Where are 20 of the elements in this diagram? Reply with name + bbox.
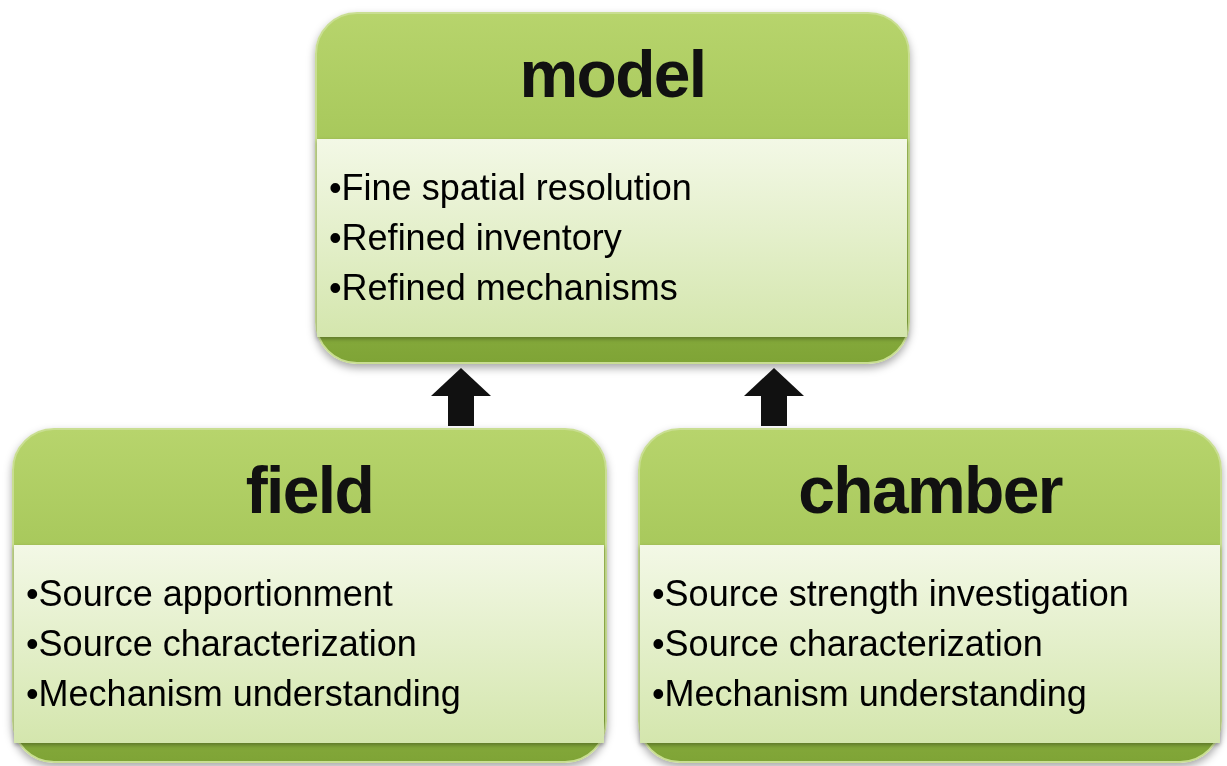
bullet-text: •Refined mechanisms	[329, 266, 679, 310]
bullet-text: •Source characterization	[652, 622, 1044, 666]
rounded-box	[315, 12, 910, 364]
bullet-text: •Fine spatial resolution	[329, 166, 693, 210]
bullet-text: •Source apportionment	[26, 572, 394, 616]
rounded-box	[12, 428, 607, 763]
bullet-text: •Refined inventory	[329, 216, 623, 260]
arrow	[431, 368, 491, 426]
bullet-text: •Mechanism understanding	[26, 672, 462, 716]
bullet-panel	[14, 545, 604, 743]
arrow	[744, 368, 804, 426]
bullet-panel	[640, 545, 1220, 743]
rounded-box	[638, 428, 1222, 763]
box-heading: chamber	[798, 457, 1062, 523]
bullet-text: •Source strength investigation	[652, 572, 1130, 616]
box-heading: field	[245, 457, 374, 523]
bullet-text: •Mechanism understanding	[652, 672, 1088, 716]
bullet-text: •Source characterization	[26, 622, 418, 666]
box-heading: model	[519, 41, 706, 107]
bullet-panel	[317, 139, 907, 337]
